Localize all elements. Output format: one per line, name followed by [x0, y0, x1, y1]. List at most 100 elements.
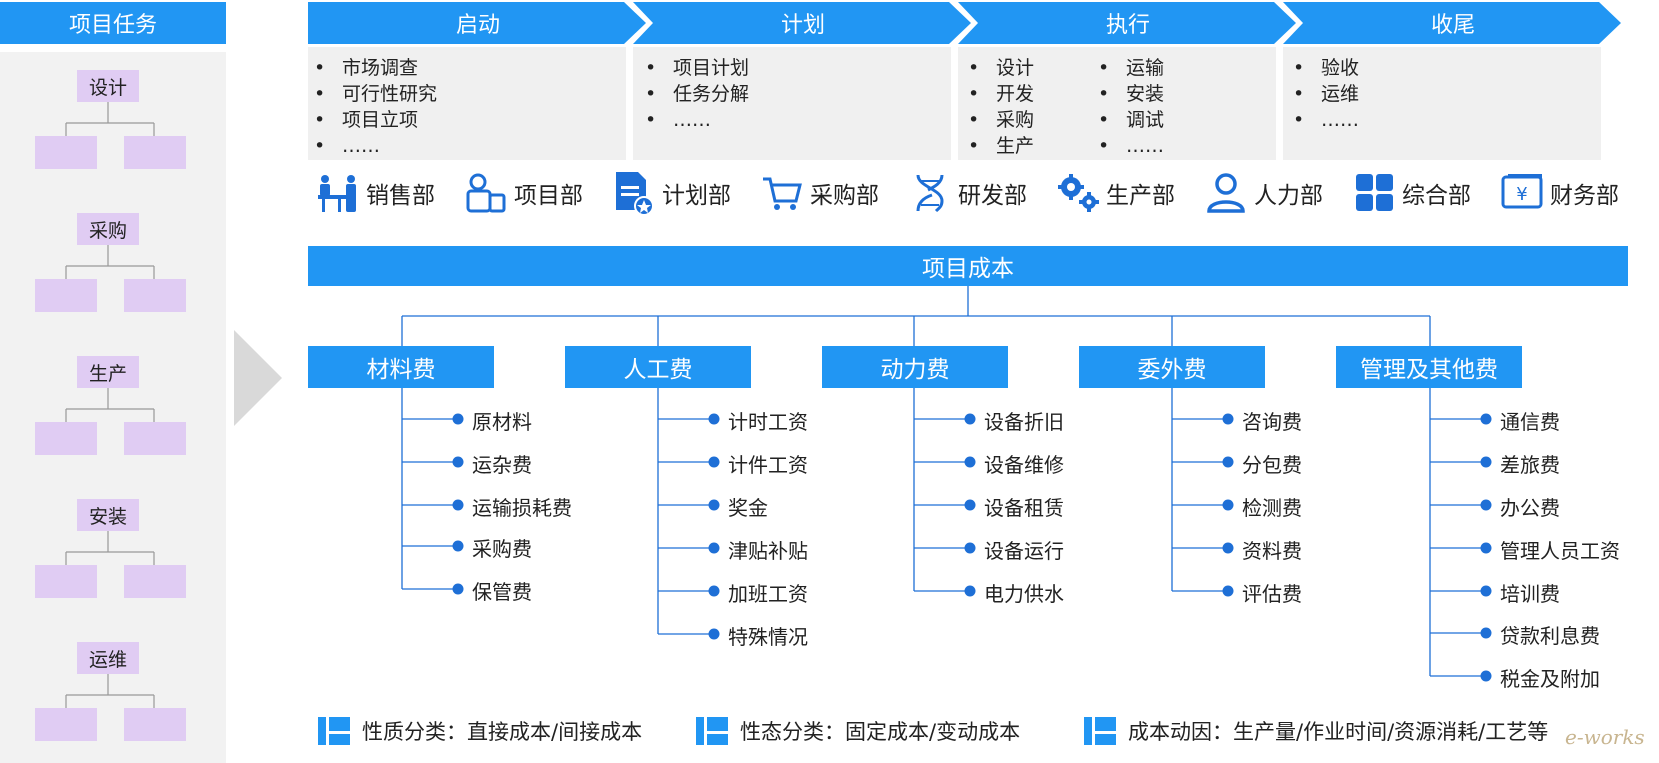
cost-item: 原材料 — [472, 410, 532, 434]
watermark-logo: e-works — [1565, 725, 1645, 749]
phase-execute-label: 执行 — [1105, 13, 1150, 38]
phase-start-label: 启动 — [455, 13, 500, 38]
task-tree-production — [35, 388, 186, 455]
cart-icon — [760, 170, 804, 216]
cost-item: 加班工资 — [728, 582, 808, 606]
cost-item: 津贴补贴 — [728, 539, 808, 563]
cost-item: 计时工资 — [728, 410, 808, 434]
dept-label: 计划部 — [662, 183, 731, 209]
task-tree-maintenance — [35, 674, 186, 741]
cost-item: 评估费 — [1242, 582, 1302, 606]
list-item: 安装 — [1098, 81, 1164, 107]
list-item: 调试 — [1098, 107, 1164, 133]
cost-item: 贷款利息费 — [1500, 624, 1600, 648]
gears-icon — [1056, 170, 1100, 216]
dept-label: 销售部 — [366, 183, 435, 209]
yuan-icon: ¥ — [1500, 170, 1544, 216]
cost-item: 运杂费 — [472, 453, 532, 477]
legend-driver: 成本动因：生产量/作业时间/资源消耗/工艺等 — [1084, 716, 1548, 746]
plan-icon — [612, 170, 656, 216]
cost-item: 检测费 — [1242, 496, 1302, 520]
legend-behavior: 性态分类：固定成本/变动成本 — [696, 716, 1020, 746]
list-item: 运输 — [1098, 55, 1164, 81]
task-production: 生产 — [0, 346, 226, 466]
phase-plan-box: 项目计划 任务分解 …… — [633, 47, 951, 160]
list-item: …… — [1098, 133, 1164, 159]
task-maintenance: 运维 — [0, 632, 226, 752]
dept-sales: 销售部 — [316, 168, 435, 218]
dept-plan: 计划部 — [612, 168, 731, 218]
cost-item: 设备租赁 — [984, 496, 1064, 520]
cost-item: 电力供水 — [984, 582, 1064, 606]
cost-item: 税金及附加 — [1500, 667, 1600, 691]
legend-label: 成本动因：生产量/作业时间/资源消耗/工艺等 — [1128, 720, 1549, 744]
phase-close-box: 验收 运维 …… — [1283, 47, 1601, 160]
svg-text:¥: ¥ — [1516, 184, 1527, 205]
cost-item: 运输损耗费 — [472, 496, 572, 520]
task-purchase: 采购 — [0, 203, 226, 323]
dept-finance: ¥ 财务部 — [1500, 168, 1619, 218]
dept-project: 项目部 — [464, 168, 583, 218]
dept-production: 生产部 — [1056, 168, 1175, 218]
list-item: …… — [645, 107, 749, 133]
legend-label: 性质分类：直接成本/间接成本 — [362, 720, 643, 744]
task-tree-purchase — [35, 245, 186, 312]
cost-item: 采购费 — [472, 537, 532, 561]
list-item: 项目计划 — [645, 55, 749, 81]
cost-item: 设备折旧 — [984, 410, 1064, 434]
list-item: 市场调查 — [314, 55, 437, 81]
phase-close-label: 收尾 — [1430, 13, 1475, 38]
list-item: 设计 — [968, 55, 1034, 81]
dept-purchase: 采购部 — [760, 168, 879, 218]
flow-arrow-icon — [234, 330, 282, 426]
bar-chart-icon — [318, 717, 350, 745]
legend-nature: 性质分类：直接成本/间接成本 — [318, 716, 642, 746]
cost-item: 特殊情况 — [728, 625, 808, 649]
cost-item: 培训费 — [1500, 582, 1560, 606]
list-item: 生产 — [968, 133, 1034, 159]
dept-label: 人力部 — [1254, 183, 1323, 209]
dept-label: 项目部 — [514, 183, 583, 209]
category-management: 管理及其他费 — [1336, 346, 1522, 388]
list-item: 任务分解 — [645, 81, 749, 107]
cost-item: 奖金 — [728, 496, 768, 520]
phase-start-box: 市场调查 可行性研究 项目立项 …… — [308, 47, 626, 160]
person-icon — [1204, 170, 1248, 216]
dna-icon — [908, 170, 952, 216]
grid-icon — [1352, 170, 1396, 216]
task-tree-design — [35, 102, 186, 169]
dept-label: 生产部 — [1106, 183, 1175, 209]
cost-item: 设备维修 — [984, 453, 1064, 477]
list-item: 项目立项 — [314, 107, 437, 133]
list-item: …… — [1293, 107, 1359, 133]
list-item: …… — [314, 133, 437, 159]
sales-icon — [316, 170, 360, 216]
task-label-install: 安装 — [77, 499, 139, 531]
cost-title: 项目成本 — [308, 246, 1628, 286]
category-labor: 人工费 — [565, 346, 751, 388]
category-outsourcing: 委外费 — [1079, 346, 1265, 388]
cost-item: 保管费 — [472, 580, 532, 604]
list-item: 开发 — [968, 81, 1034, 107]
cost-item: 管理人员工资 — [1500, 539, 1620, 563]
task-design: 设计 — [0, 60, 226, 180]
cost-item: 设备运行 — [984, 539, 1064, 563]
phase-start: 启动 — [308, 2, 648, 44]
cost-item: 资料费 — [1242, 539, 1302, 563]
legend-label: 性态分类：固定成本/变动成本 — [740, 720, 1021, 744]
category-material: 材料费 — [308, 346, 494, 388]
task-label-purchase: 采购 — [77, 213, 139, 245]
phase-execute-box: 设计 开发 采购 生产 运输 安装 调试 …… — [958, 47, 1276, 160]
category-power: 动力费 — [822, 346, 1008, 388]
task-label-design: 设计 — [77, 70, 139, 102]
task-install: 安装 — [0, 489, 226, 609]
dept-label: 采购部 — [810, 183, 879, 209]
list-item: 采购 — [968, 107, 1034, 133]
phase-close: 收尾 — [1283, 2, 1623, 44]
cost-item: 办公费 — [1500, 496, 1560, 520]
bar-chart-icon — [1084, 717, 1116, 745]
cost-item: 计件工资 — [728, 453, 808, 477]
task-panel: 设计 采购 生产 安装 — [0, 52, 226, 763]
cost-item: 差旅费 — [1500, 453, 1560, 477]
